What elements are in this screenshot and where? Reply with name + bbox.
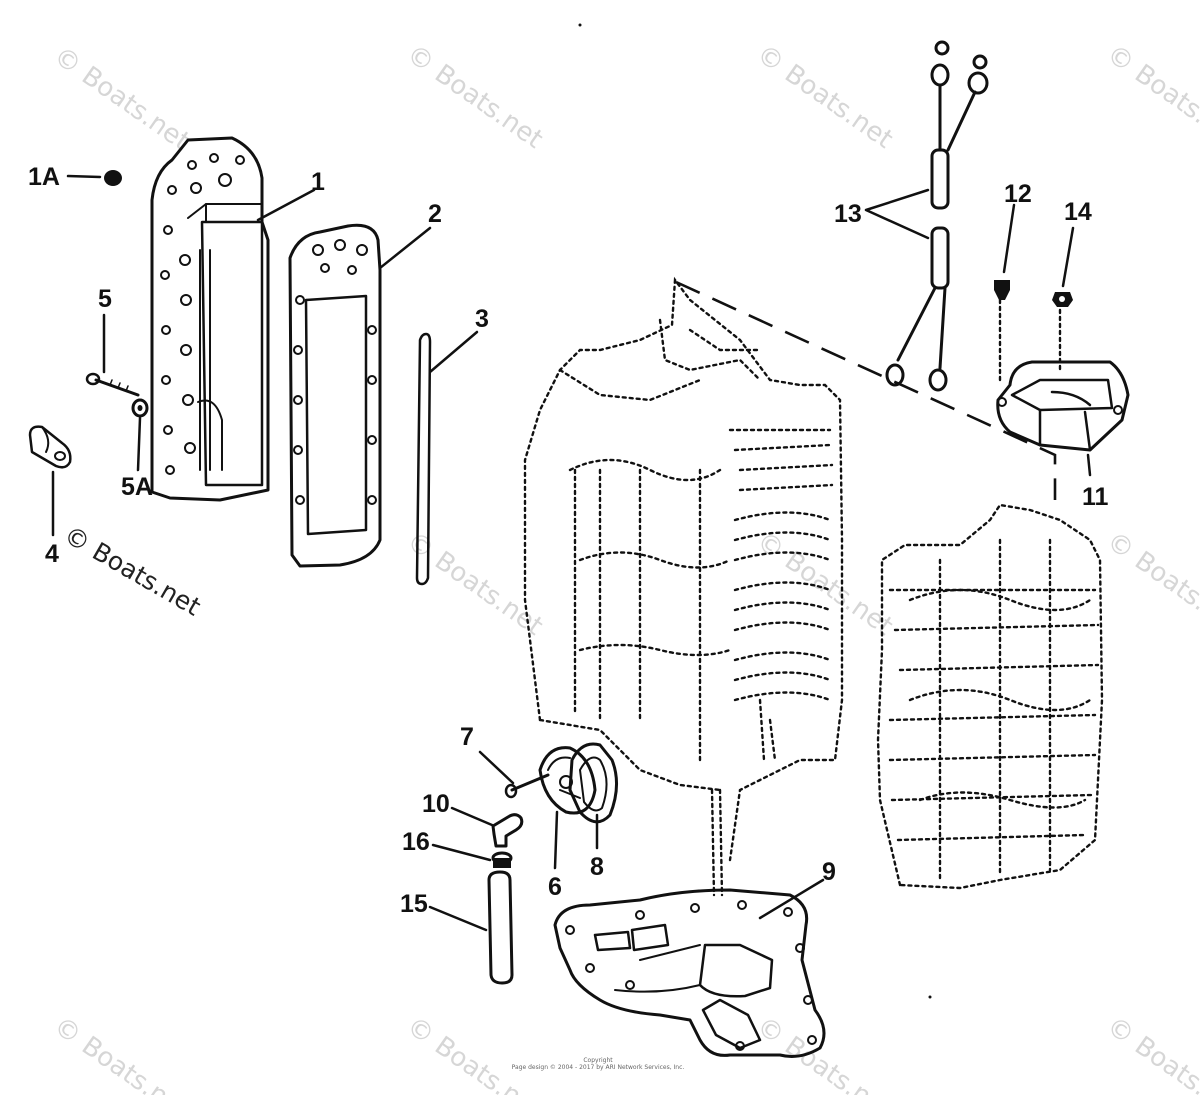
rubber-seal-strip xyxy=(415,332,432,586)
exhaust-cover-gasket xyxy=(288,223,382,568)
speck xyxy=(578,23,582,27)
label-4: 4 xyxy=(45,540,59,568)
label-11: 11 xyxy=(1082,483,1109,511)
watermark: © Boats.net xyxy=(1101,526,1200,642)
watermark: © Boats.net xyxy=(401,39,548,155)
elbow-fitting-10 xyxy=(491,813,524,848)
cylinder-block-outline xyxy=(523,276,844,897)
label-3: 3 xyxy=(475,305,489,333)
label-9: 9 xyxy=(822,858,836,886)
leader-lines xyxy=(51,174,1092,932)
washer-5a xyxy=(131,398,149,418)
copyright-line-2: Page design © 2004 - 2017 by ARI Network… xyxy=(512,1064,685,1071)
exhaust-cover-plate xyxy=(150,136,270,502)
cover-6 xyxy=(538,746,597,815)
label-14: 14 xyxy=(1064,198,1092,226)
label-1a: 1A xyxy=(28,163,60,191)
watermark: © Boats.net xyxy=(751,1011,898,1095)
part-labels: 1A 1 2 3 5 5A 4 13 12 14 11 7 10 16 6 8 … xyxy=(28,163,1109,918)
adapter-plate xyxy=(553,888,826,1058)
watermark: © Boats.net xyxy=(48,1011,195,1095)
label-16: 16 xyxy=(402,828,430,856)
assembly-guide-line xyxy=(675,280,1057,500)
fastener-guide-lines xyxy=(998,298,1062,382)
gasket-8 xyxy=(568,742,618,824)
clamp-16 xyxy=(491,851,513,868)
clip-4 xyxy=(28,425,72,469)
speck xyxy=(928,995,932,999)
label-12: 12 xyxy=(1004,180,1032,208)
ignition-module xyxy=(996,360,1130,452)
watermark: © Boats.net xyxy=(1101,39,1200,155)
label-7: 7 xyxy=(460,723,474,751)
copyright-footer: Copyright Page design © 2004 - 2017 by A… xyxy=(512,1057,685,1071)
screw-12 xyxy=(994,280,1010,300)
wire-harness xyxy=(885,40,989,392)
watermark: © Boats.net xyxy=(48,41,195,157)
watermark: © Boats.net xyxy=(1101,1011,1200,1095)
copyright-line-1: Copyright xyxy=(583,1057,613,1064)
watermark: © Boats.net xyxy=(751,39,898,155)
label-5a: 5A xyxy=(121,473,153,501)
watermark-dark: © Boats.net xyxy=(59,520,206,621)
watermark: © Boats.net xyxy=(401,1011,548,1095)
nut-14 xyxy=(1052,292,1073,307)
screw-5 xyxy=(85,372,140,397)
label-5: 5 xyxy=(98,285,112,313)
label-8: 8 xyxy=(590,853,604,881)
crankcase-outline xyxy=(876,503,1104,890)
label-1: 1 xyxy=(311,168,325,196)
label-6: 6 xyxy=(548,873,562,901)
label-10: 10 xyxy=(422,790,450,818)
hose-15 xyxy=(487,870,514,985)
label-2: 2 xyxy=(428,200,442,228)
plug-1a xyxy=(104,170,122,186)
label-13: 13 xyxy=(834,200,862,228)
label-15: 15 xyxy=(400,890,428,918)
